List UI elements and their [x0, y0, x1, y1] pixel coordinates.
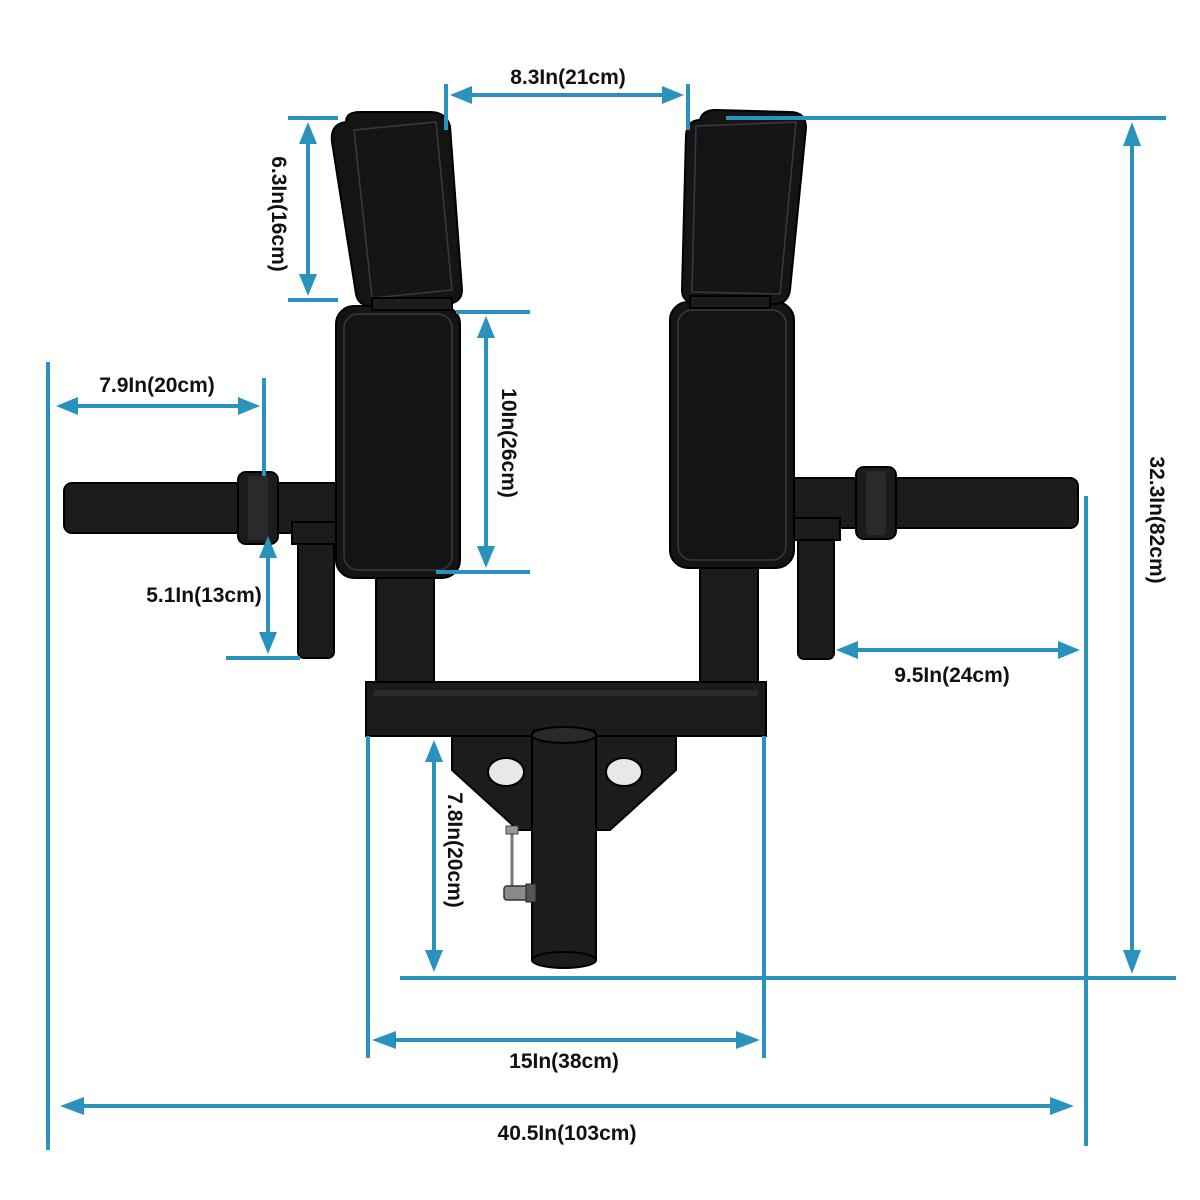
label-total-height: 32.3In(82cm)	[1145, 456, 1168, 583]
locking-pin-icon	[503, 825, 537, 903]
label-pad-gap: 8.3In(21cm)	[510, 66, 626, 89]
right-peg	[797, 522, 835, 660]
label-handle-length: 7.9In(20cm)	[99, 374, 215, 397]
left-lower-pad	[335, 305, 461, 579]
label-lower-pad-height: 10In(26cm)	[497, 388, 520, 498]
left-upper-pad	[330, 111, 464, 308]
left-handle-collar-inner	[248, 476, 268, 540]
label-post-length: 7.8In(20cm)	[443, 792, 466, 908]
product-illustration	[63, 108, 1079, 969]
label-upper-pad-height: 6.3In(16cm)	[267, 156, 290, 272]
dimension-lines	[46, 84, 1176, 1150]
right-upper-pad	[680, 108, 808, 305]
label-side-reach: 9.5In(24cm)	[894, 664, 1010, 687]
label-peg-drop: 5.1In(13cm)	[146, 584, 262, 607]
label-frame-width: 15In(38cm)	[509, 1050, 619, 1073]
right-pad-connector	[689, 295, 771, 309]
right-upright	[699, 559, 759, 691]
right-peg-bracket	[791, 517, 841, 541]
plate-hole-right	[605, 757, 643, 787]
plate-hole-left	[487, 757, 525, 787]
left-upright	[375, 559, 435, 691]
post-top	[531, 726, 597, 744]
crossbar-highlight	[374, 690, 758, 696]
vertical-post	[531, 729, 597, 963]
right-lower-pad	[669, 301, 795, 569]
left-peg-bracket	[291, 521, 341, 545]
dimension-labels: 8.3In(21cm) 6.3In(16cm) 10In(26cm) 7.9In…	[99, 66, 1168, 1145]
left-pad-connector	[371, 297, 453, 311]
left-peg	[297, 527, 335, 659]
post-bottom	[531, 951, 597, 969]
right-handle-collar-inner	[866, 471, 886, 535]
label-total-width: 40.5In(103cm)	[498, 1122, 637, 1145]
